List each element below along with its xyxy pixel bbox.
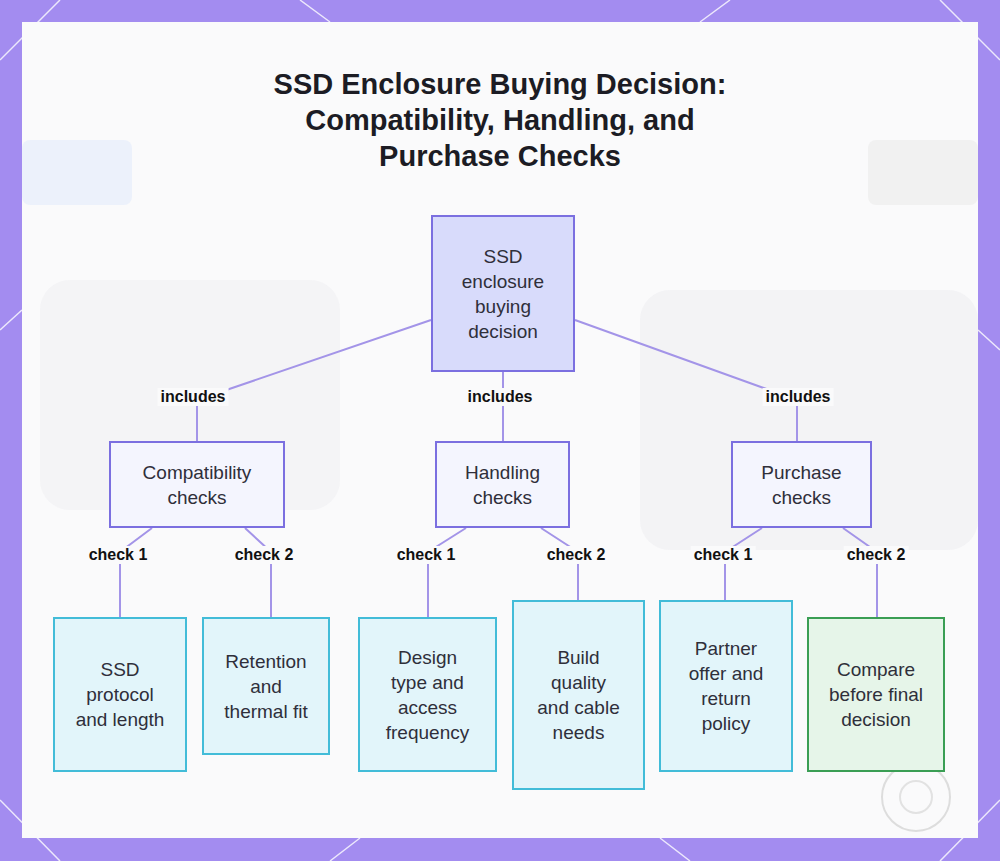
node-text: Retention and thermal fit — [224, 649, 308, 724]
check-box: Retention and thermal fit — [202, 617, 330, 755]
node-text: SSD protocol and length — [75, 657, 165, 732]
edge-label: check 1 — [394, 546, 459, 564]
node-text: Partner offer and return policy — [681, 636, 771, 736]
check-box: Partner offer and return policy — [659, 600, 793, 772]
connector-line — [428, 528, 466, 617]
edge-label: check 2 — [544, 546, 609, 564]
edge-label: check 1 — [86, 546, 151, 564]
connector-line — [541, 528, 578, 600]
connector-line — [843, 528, 877, 617]
connector-line — [725, 528, 762, 600]
watermark-logo — [900, 781, 932, 813]
connector-line — [575, 320, 797, 441]
node-text: SSD enclosure buying decision — [451, 244, 555, 344]
final-check-box: Compare before final decision — [807, 617, 945, 772]
edge-label: includes — [158, 388, 229, 406]
blurred-shape — [40, 280, 340, 510]
connector-line — [245, 528, 271, 617]
connector-line — [197, 320, 431, 441]
check-box: Design type and access frequency — [358, 617, 497, 772]
node-text: Purchase checks — [745, 460, 858, 510]
check-box: SSD protocol and length — [53, 617, 187, 772]
edge-label: check 2 — [232, 546, 297, 564]
edge-label: includes — [763, 388, 834, 406]
blurred-shape — [868, 140, 978, 205]
connector-line — [502, 372, 504, 441]
edge-label: check 2 — [844, 546, 909, 564]
category-box: Purchase checks — [731, 441, 872, 528]
watermark-logo — [882, 763, 950, 831]
category-box: Handling checks — [435, 441, 570, 528]
node-text: Compare before final decision — [829, 657, 923, 732]
edge-label: includes — [465, 388, 536, 406]
diagram-title: SSD Enclosure Buying Decision: Compatibi… — [250, 66, 750, 174]
connector-line — [120, 528, 152, 617]
blurred-shape — [640, 290, 978, 550]
edge-label: check 1 — [691, 546, 756, 564]
check-box: Build quality and cable needs — [512, 600, 645, 790]
root-box: SSD enclosure buying decision — [431, 215, 575, 372]
blurred-shape — [22, 140, 132, 205]
white-panel — [22, 22, 978, 838]
node-text: Compatibility checks — [123, 460, 271, 510]
node-text: Build quality and cable needs — [534, 645, 623, 745]
node-text: Design type and access frequency — [380, 645, 475, 745]
node-text: Handling checks — [449, 460, 556, 510]
category-box: Compatibility checks — [109, 441, 285, 528]
